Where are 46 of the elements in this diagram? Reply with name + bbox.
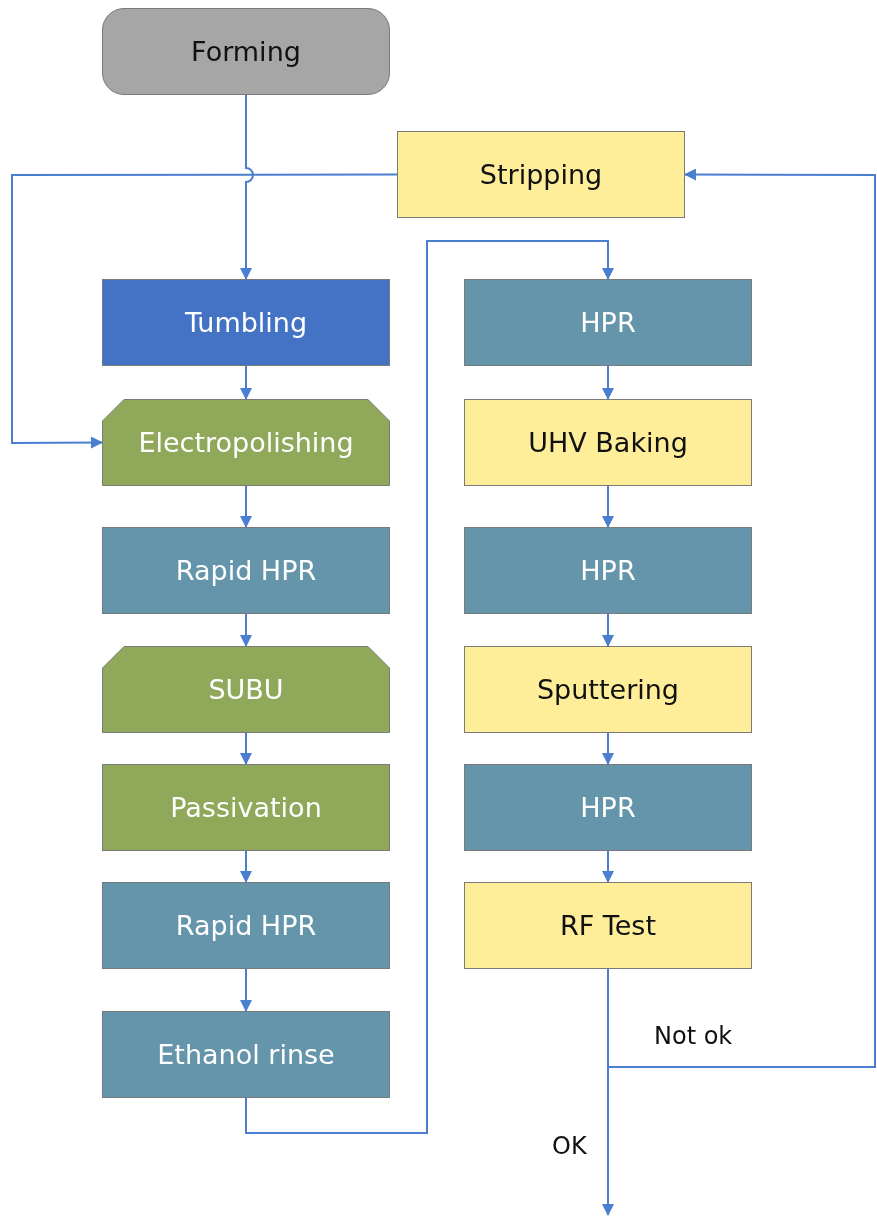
process-box [102, 399, 390, 486]
process-box [397, 131, 685, 218]
process-box [102, 279, 390, 366]
box-label: Tumbling [184, 307, 308, 338]
process-box [464, 399, 752, 486]
box-label: HPR [580, 555, 636, 586]
box-label: Rapid HPR [175, 910, 317, 941]
arrow [240, 485, 252, 528]
box-label: Sputtering [537, 674, 679, 705]
arrow [240, 613, 252, 647]
box-label: SUBU [208, 674, 284, 705]
arrow [240, 850, 252, 883]
process-box [102, 527, 390, 614]
box-label: Forming [191, 36, 301, 67]
box-label: Ethanol rinse [157, 1039, 335, 1070]
process-box [102, 1011, 390, 1098]
box-label: HPR [580, 307, 636, 338]
arrow [602, 732, 614, 765]
process-box [464, 882, 752, 969]
process-box [464, 646, 752, 733]
box-label: RF Test [559, 910, 656, 941]
arrow [602, 850, 614, 883]
box-label: Passivation [170, 792, 322, 823]
process-box [102, 646, 390, 733]
process-box [464, 527, 752, 614]
box-label: Rapid HPR [175, 555, 317, 586]
arrow [240, 365, 252, 400]
arrow [245, 240, 614, 1134]
arrow [240, 94, 254, 280]
process-box [464, 279, 752, 366]
arrow [240, 968, 252, 1012]
process-box [464, 764, 752, 851]
arrow [240, 732, 252, 765]
arrow [11, 173, 398, 449]
arrow [607, 168, 876, 1068]
box-label: UHV Baking [528, 427, 688, 458]
process-box [102, 882, 390, 969]
box-label: Electropolishing [138, 427, 354, 458]
process-box [102, 764, 390, 851]
process-box [102, 8, 390, 95]
arrow [602, 485, 614, 528]
arrow [602, 365, 614, 400]
box-label: Stripping [479, 159, 603, 190]
arrow [602, 613, 614, 647]
arrow [602, 968, 614, 1216]
box-label: HPR [580, 792, 636, 823]
